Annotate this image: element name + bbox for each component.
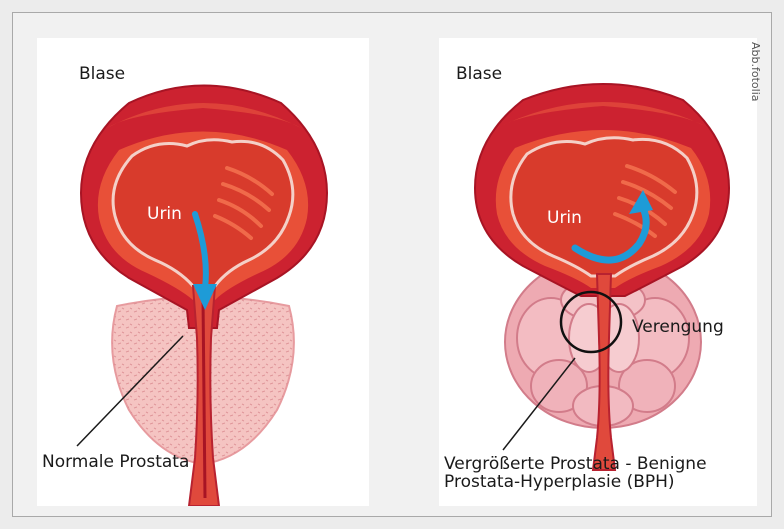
- bladder-label: Blase: [456, 64, 502, 84]
- bph-prostate-illustration: [439, 38, 757, 506]
- bladder-label: Blase: [79, 64, 125, 84]
- normal-prostate-illustration: [37, 38, 369, 506]
- urine-label: Urin: [547, 208, 582, 228]
- bph-label-line2: Prostata-Hyperplasie (BPH): [444, 472, 675, 492]
- bph-prostate-panel: Blase Urin Verengung Vergrößerte Prostat…: [439, 38, 757, 506]
- normal-prostate-panel: Blase Urin Normale Prostata: [37, 38, 369, 506]
- image-credit: Abb.fotolia: [749, 42, 762, 102]
- urine-label: Urin: [147, 204, 182, 224]
- narrowing-label: Verengung: [632, 317, 724, 337]
- normal-prostate-label: Normale Prostata: [42, 452, 189, 472]
- bph-label-line1: Vergrößerte Prostata - Benigne: [444, 454, 707, 474]
